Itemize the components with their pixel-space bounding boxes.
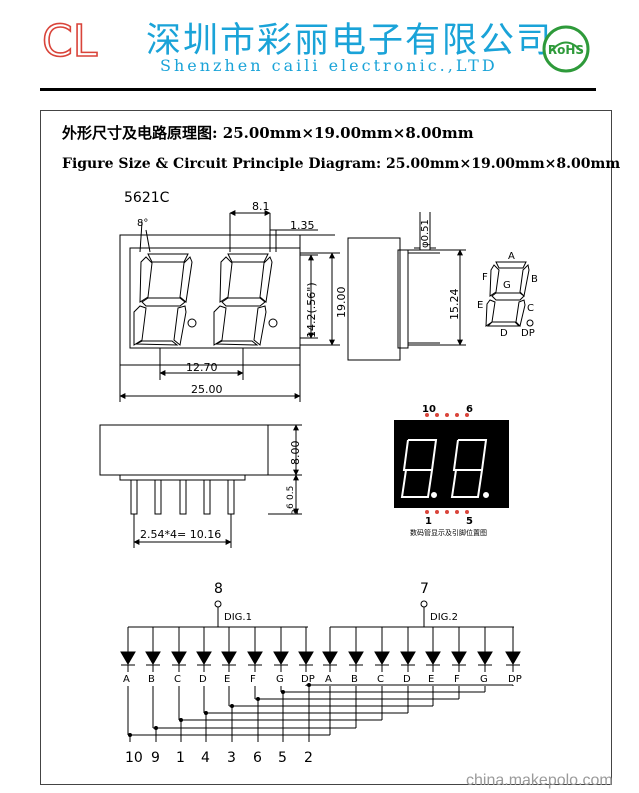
dim-offset: 1.35	[290, 219, 315, 232]
header-divider	[40, 88, 596, 91]
pin-label-4: 4	[201, 750, 210, 766]
bottom-view	[99, 424, 302, 548]
seg-dig1-c: C	[174, 674, 181, 685]
seg-label-b: B	[531, 274, 538, 285]
watermark: china.makepolo.com	[466, 772, 613, 789]
front-view	[119, 210, 340, 402]
pin-label-2: 2	[304, 750, 313, 766]
seg-dig2-dp: DP	[508, 674, 522, 685]
diode-dig1-b	[145, 627, 161, 672]
logo-text: CL	[42, 16, 98, 64]
seg-label-f: F	[482, 272, 488, 283]
diode-dig1-f	[247, 627, 263, 672]
diode-dig2-a	[322, 627, 338, 672]
pin-label-6: 6	[253, 750, 262, 766]
diode-dig1-d	[196, 627, 212, 672]
dim-digit-height: 14.2(.56")	[305, 282, 318, 338]
seg-dig2-b: B	[351, 674, 358, 685]
pin-label-1: 1	[176, 750, 185, 766]
diode-dig2-d	[400, 627, 416, 672]
dim-pin-len-c: 3	[291, 509, 301, 515]
seg-dig2-d: D	[403, 674, 411, 685]
diode-dig1-e	[221, 627, 237, 672]
front-digit-1	[133, 253, 197, 346]
seg-label-g: G	[503, 280, 511, 291]
digit2-pin: 7	[420, 581, 429, 597]
photo-caption: 数码管显示及引脚位置图	[410, 528, 487, 537]
dim-pin-len-b: 0.5	[286, 486, 296, 500]
dim-depth: 8.00	[289, 441, 302, 466]
rohs-badge: RoHS	[541, 24, 591, 74]
seg-label-a: A	[508, 251, 515, 262]
segment-diagram	[485, 261, 534, 327]
pin-label-10: 10	[125, 750, 143, 766]
seg-dig2-e: E	[428, 674, 434, 685]
diode-dig2-dp	[505, 627, 521, 672]
diode-dig1-c	[171, 627, 187, 672]
seg-label-e: E	[477, 300, 483, 311]
part-number: 5621C	[124, 190, 170, 206]
diode-dig2-c	[374, 627, 390, 672]
seg-label-c: C	[527, 303, 534, 314]
diode-dig2-f	[451, 627, 467, 672]
front-body-outline	[119, 234, 301, 366]
seg-dig2-c: C	[377, 674, 384, 685]
diode-dig1-g	[273, 627, 289, 672]
seg-dig2-g: G	[480, 674, 488, 685]
diode-dig2-g	[477, 627, 493, 672]
diode-dig2-b	[348, 627, 364, 672]
dim-height: 19.00	[335, 287, 348, 319]
seg-label-dp: DP	[521, 328, 535, 339]
seg-dig1-f: F	[250, 674, 256, 685]
dim-pitch: 12.70	[186, 361, 218, 374]
seg-dig2-a: A	[325, 674, 332, 685]
diode-dig1-dp	[298, 627, 314, 672]
seg-dig1-d: D	[199, 674, 207, 685]
pin-label-9: 9	[151, 750, 160, 766]
seg-dig1-g: G	[276, 674, 284, 685]
title-cn: 外形尺寸及电路原理图: 25.00mm×19.00mm×8.00mm	[62, 124, 474, 142]
dim-pin-dia: φ0.51	[420, 219, 431, 248]
photo-pin-10: 10	[422, 404, 436, 415]
photo-pin-5: 5	[466, 516, 473, 527]
dim-digit-width: 8.1	[252, 200, 270, 213]
pin-label-5: 5	[278, 750, 287, 766]
display-photo	[394, 413, 509, 514]
diode-dig2-e	[425, 627, 441, 672]
front-digit-2	[213, 253, 278, 346]
front-face-outline	[129, 247, 301, 349]
seg-label-d: D	[500, 328, 508, 339]
datasheet-frame	[40, 110, 612, 785]
side-view	[347, 212, 466, 361]
rohs-text: RoHS	[548, 43, 584, 57]
dim-pin-len-a: 6	[286, 503, 296, 509]
dim-slant: 8°	[137, 218, 148, 229]
pin-label-3: 3	[227, 750, 236, 766]
seg-dig1-dp: DP	[301, 674, 315, 685]
side-body	[347, 237, 401, 361]
digit1-label: DIG.1	[224, 612, 252, 623]
company-name-en: Shenzhen caili electronic.,LTD	[160, 56, 498, 75]
title-en: Figure Size & Circuit Principle Diagram:…	[62, 156, 621, 172]
dim-pin-span: 15.24	[448, 289, 461, 321]
digit2-label: DIG.2	[430, 612, 458, 623]
diode-dig1-a	[120, 627, 136, 672]
photo-pin-6: 6	[466, 404, 473, 415]
company-logo: CL	[40, 14, 120, 68]
bottom-pins	[130, 479, 235, 515]
seg-dig1-b: B	[148, 674, 155, 685]
company-name-cn: 深圳市彩丽电子有限公司	[146, 21, 554, 61]
rohs-ring	[542, 25, 590, 73]
dim-pin-pitch: 2.54*4= 10.16	[140, 528, 221, 541]
seg-dig1-a: A	[123, 674, 130, 685]
seg-dig2-f: F	[454, 674, 460, 685]
photo-pin-1: 1	[425, 516, 432, 527]
digit1-pin: 8	[214, 581, 223, 597]
seg-dig1-e: E	[224, 674, 230, 685]
dim-width: 25.00	[191, 383, 223, 396]
circuit-diagram	[120, 600, 521, 742]
